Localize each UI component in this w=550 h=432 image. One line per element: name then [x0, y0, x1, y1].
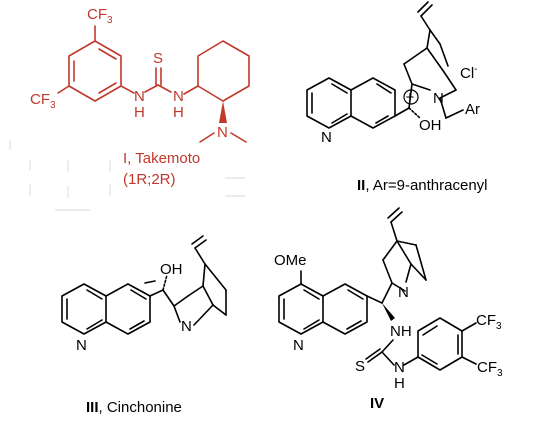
thiourea-s-label: S	[355, 358, 365, 375]
compound-IV-caption: IV	[370, 395, 384, 412]
compound-II-caption: II, Ar=9-anthracenyl	[357, 177, 488, 194]
compound-I-caption: I, Takemoto	[123, 150, 200, 167]
plus-charge: +	[406, 89, 415, 106]
oh-label: OH	[160, 261, 183, 278]
ghost-artifacts	[9, 140, 245, 211]
quinuclidine-n-label: N	[181, 318, 192, 335]
quinoline-n-label: N	[293, 337, 304, 354]
compound-IV: OMe N N NH S N H CF3 CF3 IV	[274, 207, 503, 412]
compound-II: N N + OH Ar Cl- II, Ar=9-anthracenyl	[306, 1, 488, 194]
quinoline-n-label: N	[76, 337, 87, 354]
quinoline-n-label: N	[321, 129, 332, 146]
quinuclidine-n-label: N	[398, 284, 409, 301]
cf3-right-label: CF3	[477, 359, 503, 379]
n1-label: N	[134, 88, 145, 105]
h2-label: H	[173, 104, 184, 121]
thiourea-h-label: H	[394, 375, 405, 392]
compound-I-config: (1R;2R)	[123, 171, 176, 188]
cf3-left-label: CF3	[30, 91, 56, 111]
thiourea-n-label: N	[394, 359, 405, 376]
compound-III: N OH N III, Cinchonine	[61, 235, 227, 416]
ome-label: OMe	[274, 252, 307, 269]
ar-label: Ar	[465, 101, 480, 118]
nh-label: NH	[390, 323, 412, 340]
oh-label: OH	[419, 117, 442, 134]
chloride-label: Cl-	[460, 64, 478, 82]
cf3-top-label: CF3	[87, 6, 113, 26]
h1-label: H	[134, 104, 145, 121]
compound-I: CF3 CF3 S N H N H N I, Takemoto (1R;2R)	[30, 6, 250, 188]
thiourea-s-label: S	[153, 50, 163, 67]
compound-III-caption: III, Cinchonine	[86, 399, 182, 416]
nme2-n-label: N	[217, 124, 228, 141]
n2-label: N	[173, 88, 184, 105]
quinuclidinium-n-label: N	[433, 90, 444, 107]
cf3-top-label: CF3	[476, 312, 502, 332]
